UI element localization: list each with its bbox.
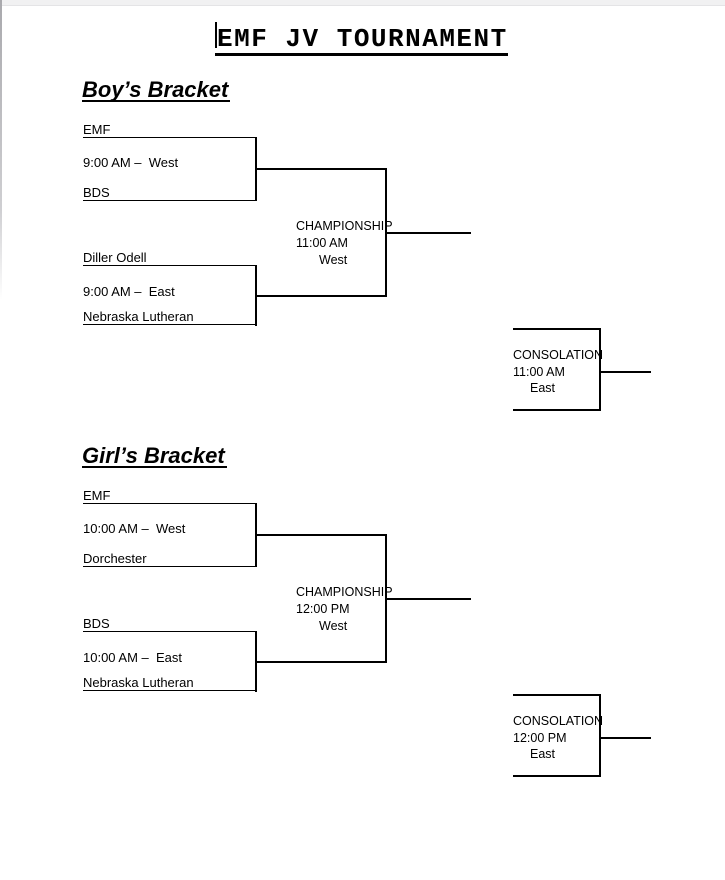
championship-label-block: CHAMPIONSHIP 12:00 PM West xyxy=(296,584,393,635)
consolation-box-bottom-line xyxy=(513,775,600,777)
game-time: 10:00 AM – West xyxy=(83,521,186,536)
championship-box-right-line xyxy=(385,168,387,297)
consolation-location: East xyxy=(530,747,556,761)
consolation-winner-line xyxy=(601,371,651,373)
title-underline xyxy=(215,53,508,56)
championship-winner-line xyxy=(387,598,471,600)
window-left-edge xyxy=(0,0,2,300)
championship-box-bottom-line xyxy=(255,295,386,297)
team-name: Dorchester xyxy=(83,551,255,567)
consolation-box-top-line xyxy=(513,328,600,330)
team-name: BDS xyxy=(83,185,255,201)
bracket-heading: Boy’s Bracket xyxy=(82,77,231,102)
consolation-box-right-line xyxy=(599,328,601,411)
game-time: 9:00 AM – West xyxy=(83,155,179,170)
championship-label-block: CHAMPIONSHIP 11:00 AM West xyxy=(296,218,393,269)
championship-box-bottom-line xyxy=(255,661,386,663)
team-name: EMF xyxy=(83,488,255,504)
championship-winner-line xyxy=(387,232,471,234)
championship-box-top-line xyxy=(255,168,386,170)
team-name: Diller Odell xyxy=(83,250,255,266)
game-time: 10:00 AM – East xyxy=(83,650,183,665)
consolation-winner-line xyxy=(601,737,651,739)
consolation-box-top-line xyxy=(513,694,600,696)
championship-time: 11:00 AM xyxy=(296,236,348,250)
consolation-label: CONSOLATION xyxy=(513,714,604,728)
championship-box-top-line xyxy=(255,534,386,536)
consolation-location: East xyxy=(530,381,556,395)
championship-box-right-line xyxy=(385,534,387,663)
consolation-label: CONSOLATION xyxy=(513,348,604,362)
consolation-time: 12:00 PM xyxy=(513,730,567,745)
consolation-time: 11:00 AM xyxy=(513,364,565,379)
team-name: Nebraska Lutheran xyxy=(83,675,255,691)
consolation-box-bottom-line xyxy=(513,409,600,411)
championship-location: West xyxy=(319,253,348,267)
team-name: BDS xyxy=(83,616,255,632)
consolation-box-right-line xyxy=(599,694,601,777)
championship-label: CHAMPIONSHIP xyxy=(296,585,393,599)
championship-time: 12:00 PM xyxy=(296,602,350,616)
bracket-heading: Girl’s Bracket xyxy=(82,443,227,468)
window-top-edge xyxy=(0,0,725,6)
game-time: 9:00 AM – East xyxy=(83,284,175,299)
championship-location: West xyxy=(319,619,348,633)
championship-label: CHAMPIONSHIP xyxy=(296,219,393,233)
team-name: EMF xyxy=(83,122,255,138)
consolation-label-block: CONSOLATION 11:00 AM East xyxy=(513,347,604,397)
team-name: Nebraska Lutheran xyxy=(83,309,255,325)
consolation-label-block: CONSOLATION 12:00 PM East xyxy=(513,713,604,763)
page-title: EMF JV TOURNAMENT xyxy=(217,24,508,54)
text-cursor xyxy=(215,22,217,48)
boys-bracket-section: Boy’s Bracket EMF 9:00 AM – West BDS Dil… xyxy=(0,79,725,420)
girls-bracket-section: Girl’s Bracket EMF 10:00 AM – West Dorch… xyxy=(0,445,725,786)
